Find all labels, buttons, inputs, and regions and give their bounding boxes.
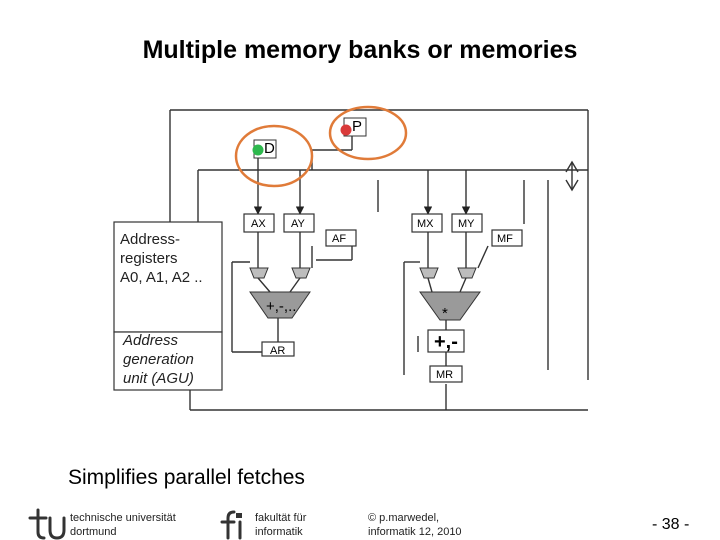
footer-university: technische universität dortmund xyxy=(70,511,176,539)
footer-university-line: technische universität xyxy=(70,512,176,524)
mux-my xyxy=(457,267,477,279)
address-registers-line: A0, A1, A2 .. xyxy=(120,269,203,286)
address-registers-label: Address- registers A0, A1, A2 .. xyxy=(120,230,203,287)
accumulate-adder xyxy=(427,329,465,353)
footer-faculty: fakultät für informatik xyxy=(255,511,306,539)
footer-faculty-line: fakultät für xyxy=(255,512,307,524)
tu-logo-icon xyxy=(28,508,66,540)
mux-ax xyxy=(249,267,269,279)
mux-ay xyxy=(291,267,311,279)
register-my-label: MY xyxy=(458,218,475,230)
memory-d-highlight xyxy=(234,124,314,188)
memory-p-label: P xyxy=(352,118,362,135)
address-registers-line: Address- xyxy=(120,231,181,248)
footer-university-line: dortmund xyxy=(70,526,117,538)
register-my xyxy=(451,213,483,233)
register-ar xyxy=(261,341,295,357)
multiplexers xyxy=(249,267,477,279)
register-ay xyxy=(283,213,315,233)
register-af-label: AF xyxy=(332,233,346,245)
agu-label: Address generation unit (AGU) xyxy=(123,331,194,388)
bus-lines xyxy=(169,109,589,411)
register-mr xyxy=(429,365,463,383)
register-mx-label: MX xyxy=(417,218,434,230)
page-number: - 38 - xyxy=(652,516,690,533)
multiplier-unit xyxy=(419,291,481,321)
register-ar-label: AR xyxy=(270,345,285,357)
footer-faculty-line: informatik xyxy=(255,526,303,538)
memory-d-label: D xyxy=(264,140,275,157)
accumulate-op-label: +,- xyxy=(434,331,458,353)
agu-box xyxy=(113,331,223,391)
memory-d-dot xyxy=(252,144,264,156)
register-mx xyxy=(411,213,443,233)
fi-logo-icon xyxy=(220,510,242,540)
mux-mx xyxy=(419,267,439,279)
alu-op-label: +,-,.. xyxy=(266,298,296,315)
alu-unit xyxy=(249,291,311,319)
register-ax-label: AX xyxy=(251,218,266,230)
memory-p-dot xyxy=(340,124,352,136)
register-mf-label: MF xyxy=(497,233,513,245)
register-af xyxy=(325,229,357,247)
fi-logo-dot-icon xyxy=(236,513,242,518)
address-registers-line: registers xyxy=(120,250,178,267)
footer-copyright-line: informatik 12, 2010 xyxy=(368,526,462,538)
register-boxes xyxy=(243,213,523,383)
multiplier-op-label: * xyxy=(442,305,448,322)
summary-text: Simplifies parallel fetches xyxy=(68,466,305,489)
slide-title: Multiple memory banks or memories xyxy=(142,36,578,64)
agu-line: Address xyxy=(123,332,179,349)
register-mf xyxy=(491,229,523,247)
register-ax xyxy=(243,213,275,233)
footer-copyright: © p.marwedel, informatik 12, 2010 xyxy=(368,511,462,539)
address-registers-box xyxy=(113,221,223,333)
agu-line: unit (AGU) xyxy=(123,370,194,387)
register-mr-label: MR xyxy=(436,369,453,381)
register-ay-label: AY xyxy=(291,218,306,230)
agu-line: generation xyxy=(123,351,194,368)
memory-p-highlight xyxy=(328,105,408,161)
footer-copyright-line: © p.marwedel, xyxy=(368,512,440,524)
